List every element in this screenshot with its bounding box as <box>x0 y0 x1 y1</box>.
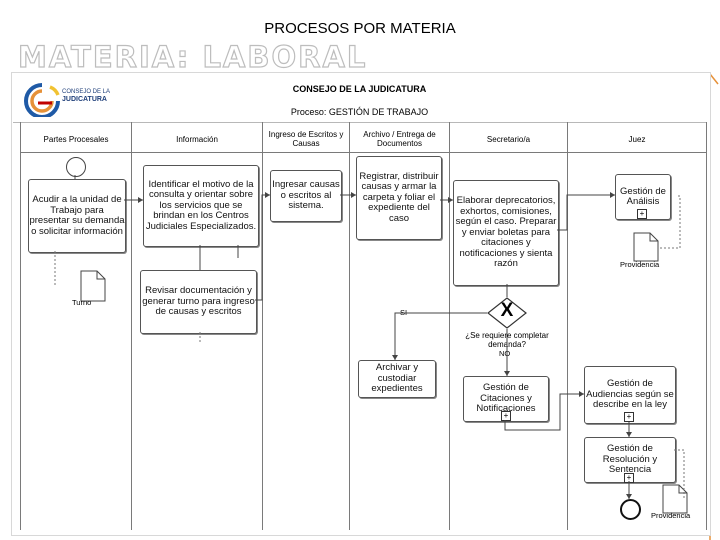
task-ingresar: Ingresar causas o escritos al sistema. <box>270 170 342 222</box>
lane-divider <box>349 122 350 530</box>
logo-emblem-icon <box>24 83 60 117</box>
diagram-header: CONSEJO DE LA JUDICATURA Proceso: GESTIÓ… <box>13 74 706 123</box>
document-label-turno: Turno <box>72 298 92 307</box>
task-registrar: Registrar, distribuir causas y armar la … <box>356 156 442 240</box>
lane-header-juez: Juez <box>628 134 646 144</box>
lane-header-archivo: Archivo / Entrega de Documentos <box>363 130 436 148</box>
logo-text-line2: JUDICATURA <box>62 96 107 103</box>
exclusive-gateway <box>487 297 527 329</box>
lane-header-ingreso: Ingreso de Escritos y Causas <box>268 130 344 148</box>
document-label-providencia: Providencia <box>620 260 660 269</box>
lane-divider <box>262 122 263 530</box>
lane-header-partes: Partes Procesales <box>43 134 109 144</box>
gateway-symbol: X <box>500 300 514 321</box>
slide-title: PROCESOS POR MATERIA <box>264 20 456 37</box>
org-name: CONSEJO DE LA JUDICATURA <box>292 84 427 94</box>
lane-divider <box>567 122 568 530</box>
lane-divider <box>20 122 21 530</box>
judicatura-logo: CONSEJO DE LA JUDICATURA <box>20 80 124 118</box>
end-event <box>620 499 641 520</box>
lane-divider <box>449 122 450 530</box>
lane-header-secretario: Secretario/a <box>486 134 531 144</box>
lane-divider <box>131 122 132 530</box>
materia-heading: MATERIA: LABORAL <box>17 39 368 74</box>
task-analisis: Gestión de Análisis <box>615 174 671 220</box>
subprocess-plus-icon: + <box>637 209 647 219</box>
logo-text-line1: CONSEJO DE LA <box>62 89 111 95</box>
subprocess-plus-icon: + <box>501 411 511 421</box>
subprocess-plus-icon: + <box>624 412 634 422</box>
lane-header-divider <box>20 152 707 153</box>
document-icon <box>633 232 659 262</box>
task-identificar: Identificar el motivo de la consulta y o… <box>143 165 259 247</box>
document-label-providencia-2: Providencia <box>651 511 691 520</box>
process-name: Proceso: GESTIÓN DE TRABAJO <box>290 107 429 117</box>
lane-divider <box>706 122 707 530</box>
task-revisar: Revisar documentación y generar turno pa… <box>140 270 257 334</box>
document-icon <box>662 484 688 514</box>
start-event <box>66 157 86 177</box>
task-elaborar: Elaborar deprecatorios, exhortos, comisi… <box>453 180 559 286</box>
task-acudir: Acudir a la unidad de Trabajo para prese… <box>28 179 126 253</box>
lane-header-informacion: Información <box>176 134 218 144</box>
task-archivar: Archivar y custodiar expedientes <box>358 360 436 398</box>
gateway-no-label: NO <box>499 349 511 358</box>
document-icon <box>80 270 106 302</box>
